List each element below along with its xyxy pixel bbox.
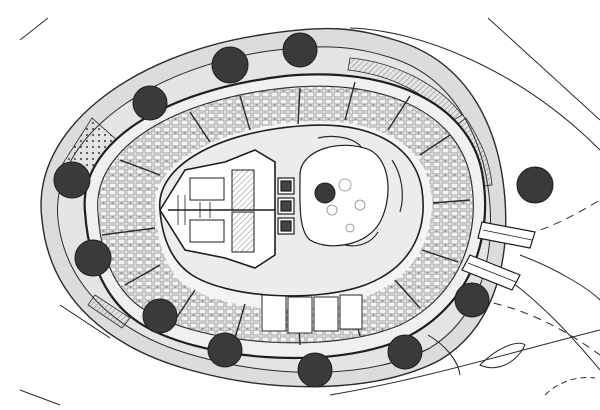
tree-icon (314, 182, 336, 204)
tree-icon (74, 239, 112, 277)
hatched-ramp-bottom-left (87, 294, 131, 329)
tree-icon (454, 282, 490, 318)
lift-shafts (277, 177, 295, 235)
courtyard-garden (299, 144, 389, 247)
entrance-bridges (461, 221, 536, 291)
tree-icon (297, 352, 333, 388)
tree-icon (207, 332, 243, 368)
tree-icon (282, 32, 318, 68)
tree-icon (211, 46, 249, 84)
tree-icon (387, 334, 423, 370)
hatched-deck-top (347, 57, 463, 123)
meeting-rooms-bottom (261, 294, 363, 334)
courtyard-planting (326, 178, 366, 233)
boundary-details (59, 304, 461, 376)
workstation-clusters (97, 86, 474, 343)
trees (53, 32, 554, 388)
reception-counters (317, 135, 403, 247)
building-core (159, 149, 276, 269)
tree-icon (53, 161, 91, 199)
tree-icon (516, 166, 554, 204)
tree-icon (142, 298, 178, 334)
tree-icon (132, 85, 168, 121)
road-dashes (479, 199, 600, 356)
